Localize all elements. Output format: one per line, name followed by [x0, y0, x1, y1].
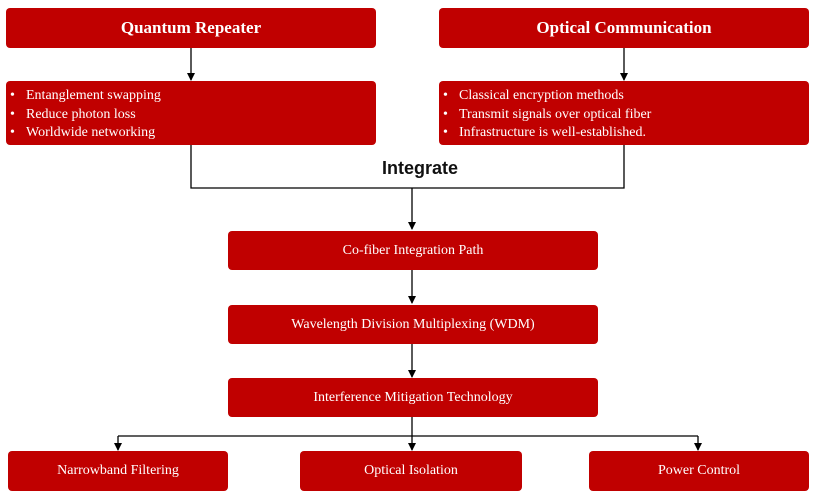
outcome-optical-isolation-box: Optical Isolation	[300, 451, 522, 491]
outcome-label: Power Control	[657, 463, 741, 478]
list-item: Worldwide networking	[6, 124, 161, 143]
merge-line	[190, 145, 625, 189]
optical-communication-points: Classical encryption methods Transmit si…	[439, 81, 809, 145]
list-item: Transmit signals over optical fiber	[439, 106, 651, 125]
step-co-fiber-box: Co-fiber Integration Path	[228, 231, 598, 270]
step-label: Co-fiber Integration Path	[342, 242, 484, 258]
outcome-power-control-box: Power Control	[589, 451, 809, 491]
optical-communication-box: Optical Communication	[439, 8, 809, 48]
outcome-label: Narrowband Filtering	[57, 463, 179, 478]
optical-communication-title: Optical Communication	[536, 18, 712, 37]
integrate-label: Integrate	[381, 158, 459, 178]
step-label: Wavelength Division Multiplexing (WDM)	[291, 316, 535, 332]
step-interference-mitigation-box: Interference Mitigation Technology	[228, 378, 598, 417]
step-wdm-box: Wavelength Division Multiplexing (WDM)	[228, 305, 598, 344]
list-item: Infrastructure is well-established.	[439, 124, 651, 143]
quantum-repeater-points: Entanglement swapping Reduce photon loss…	[6, 81, 376, 145]
outcome-label: Optical Isolation	[364, 463, 458, 478]
list-item: Classical encryption methods	[439, 87, 651, 106]
step-label: Interference Mitigation Technology	[313, 389, 513, 405]
list-item: Reduce photon loss	[6, 106, 161, 125]
list-item: Entanglement swapping	[6, 87, 161, 106]
quantum-repeater-title: Quantum Repeater	[120, 18, 262, 37]
quantum-repeater-box: Quantum Repeater	[6, 8, 376, 48]
outcome-narrowband-filtering-box: Narrowband Filtering	[8, 451, 228, 491]
